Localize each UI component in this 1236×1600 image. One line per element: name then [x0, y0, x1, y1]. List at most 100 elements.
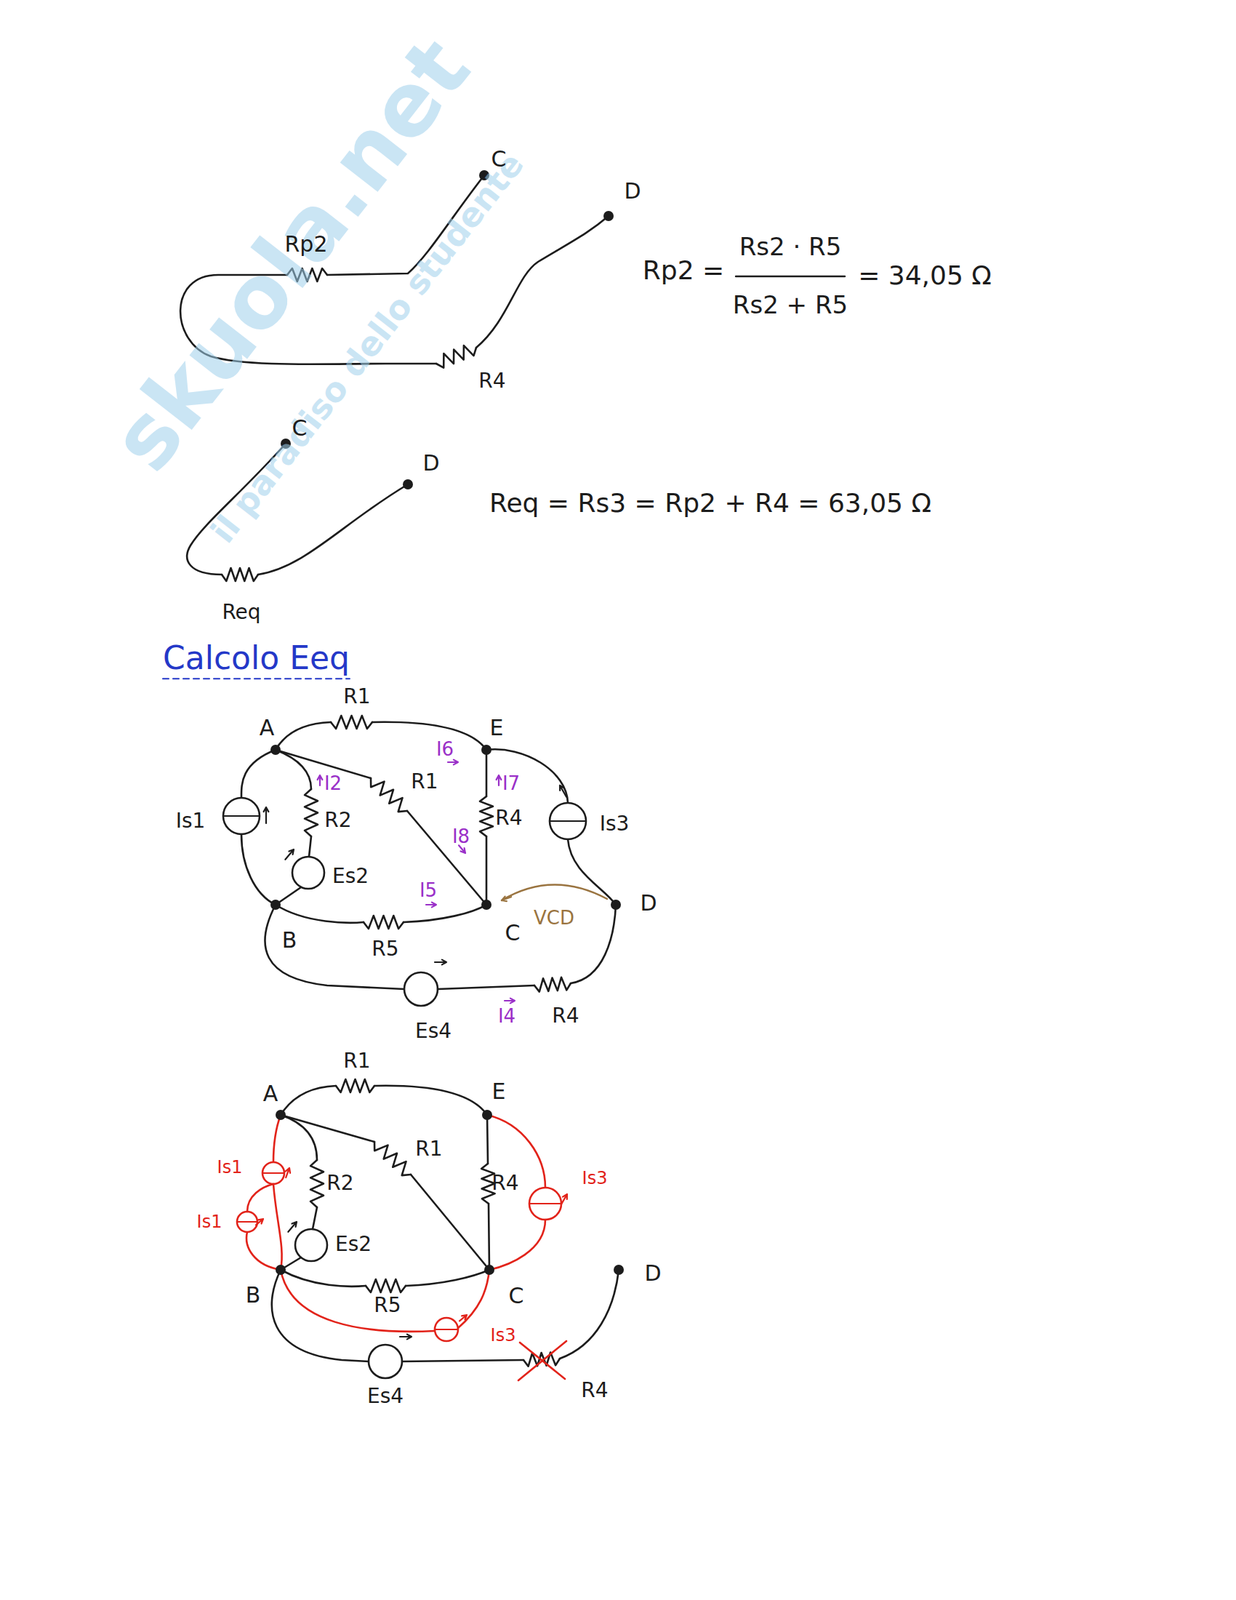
direction-arrow: [255, 1218, 264, 1225]
wire: [241, 833, 276, 905]
resistor-symbol: [479, 796, 493, 837]
wire: [280, 1269, 366, 1287]
direction-arrow: [496, 775, 502, 786]
resistor-label: R1: [343, 685, 371, 709]
wire: [570, 904, 616, 983]
source-label: Es2: [335, 1233, 372, 1256]
node-letter: C: [505, 920, 521, 945]
wire: [410, 1174, 490, 1270]
node-dot: [270, 744, 281, 755]
direction-arrow: [447, 759, 459, 765]
wire: [488, 1203, 490, 1270]
resistor-label: R1: [343, 1049, 371, 1073]
wire: [374, 1085, 488, 1115]
resistor-symbol: [365, 1278, 406, 1292]
node-letter: C: [508, 1283, 525, 1308]
current-label: I4: [498, 1005, 516, 1027]
direction-arrow: [263, 807, 270, 824]
current-label: I5: [419, 879, 437, 901]
resistor-symbol: [363, 915, 404, 929]
resistor-label: R5: [373, 1294, 401, 1317]
heading-underline: [162, 677, 350, 680]
node-letter: D: [639, 890, 657, 915]
wire: [280, 1085, 336, 1115]
wire: [458, 1269, 490, 1328]
voltage-source-symbol: [295, 1228, 328, 1261]
node-dot: [610, 899, 621, 910]
current-source-symbol: [529, 1187, 562, 1220]
resistor-symbol: [534, 977, 571, 992]
wire: [487, 1114, 488, 1164]
node-dot: [603, 210, 614, 222]
voltage-source-symbol: [404, 972, 438, 1006]
resistor-label: R2: [326, 1172, 354, 1195]
equation-part: Rs2 · R5: [739, 233, 842, 261]
equation-part: Rp2 =: [642, 255, 725, 286]
resistor-label: R4: [551, 1004, 579, 1028]
node-dot: [270, 899, 281, 910]
source-label: Is1: [197, 1212, 223, 1231]
direction-arrow: [504, 998, 515, 1004]
node-letter: D: [644, 1260, 661, 1285]
wire: [559, 1269, 619, 1359]
node-letter: E: [492, 1078, 507, 1103]
wire: [247, 1183, 274, 1212]
source-label: Is3: [582, 1168, 608, 1188]
wire: [437, 985, 535, 989]
current-source-symbol: [262, 1161, 285, 1184]
resistor-label: R2: [324, 809, 352, 832]
current-source-bar: [223, 815, 260, 817]
resistor-label: Req: [221, 601, 261, 624]
current-label: I8: [452, 825, 470, 848]
wire: [485, 749, 488, 797]
source-label: Is3: [490, 1325, 517, 1345]
voltage-source-symbol: [368, 1344, 403, 1378]
resistor-label: R1: [410, 770, 438, 794]
wire: [280, 1114, 375, 1142]
resistor-symbol: [374, 1141, 411, 1175]
wire: [275, 749, 312, 789]
wire: [264, 904, 405, 989]
resistor-symbol: [304, 788, 318, 837]
equation-part: = 34,05 Ω: [857, 261, 992, 291]
wire: [309, 836, 312, 857]
resistor-symbol: [370, 777, 408, 812]
wire: [241, 749, 276, 798]
node-letter: A: [263, 1081, 279, 1106]
resistor-symbol: [221, 567, 259, 581]
fraction-bar: [735, 275, 845, 278]
direction-arrow: [434, 959, 447, 965]
wire: [476, 215, 609, 348]
node-letter: D: [422, 450, 440, 475]
wire: [407, 810, 487, 905]
source-label: Is1: [175, 809, 206, 833]
node-dot: [481, 744, 492, 755]
node-dot: [484, 1264, 495, 1275]
current-source-symbol: [237, 1211, 258, 1232]
wire: [489, 1219, 546, 1270]
resistor-symbol: [330, 715, 373, 729]
node-letter: A: [259, 715, 275, 740]
wire: [275, 904, 364, 923]
current-source-symbol: [434, 1317, 459, 1341]
direction-arrow: [426, 902, 437, 908]
wire: [405, 1269, 490, 1286]
wire: [280, 1114, 317, 1160]
wire: [567, 839, 616, 905]
direction-arrow: [399, 1334, 412, 1340]
source-label: Is1: [217, 1157, 243, 1177]
resistor-symbol: [436, 345, 477, 368]
current-source-bar: [237, 1220, 258, 1223]
current-source-symbol: [549, 802, 587, 840]
direction-arrow: [285, 1167, 291, 1178]
direction-arrow: [561, 1193, 568, 1205]
node-letter: C: [491, 146, 507, 171]
voltage-arrowhead: [501, 896, 512, 901]
node-dot: [481, 899, 492, 910]
resistor-label: R4: [495, 807, 523, 830]
node-dot: [613, 1264, 624, 1275]
current-source-bar: [529, 1202, 562, 1205]
